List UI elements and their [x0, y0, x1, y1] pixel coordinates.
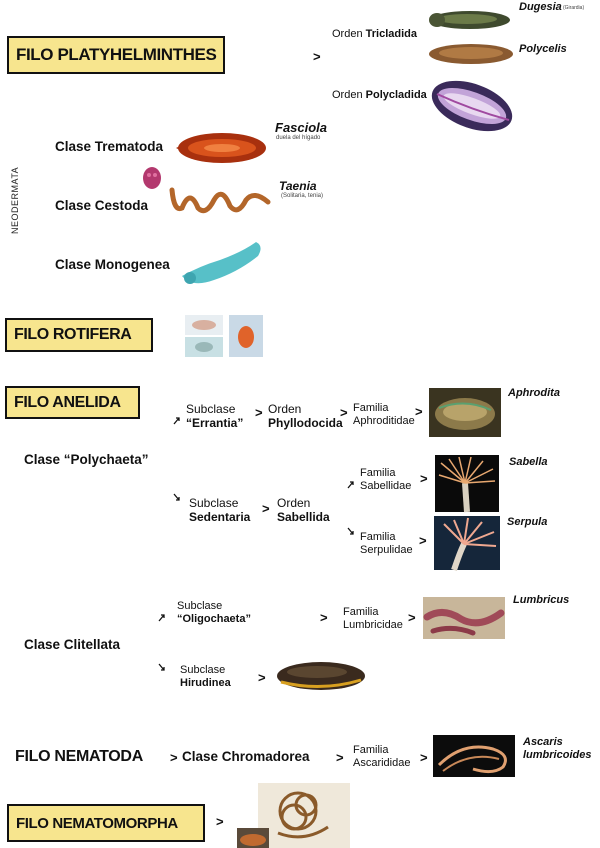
rotifera-image-3 [229, 315, 263, 357]
subclase-hirudinea: Subclase Hirudinea [180, 664, 231, 689]
filo-nematoda-label: FILO NEMATODA [15, 748, 143, 765]
fasciola-label: Fasciola [275, 120, 328, 135]
dugesia-image [429, 11, 510, 29]
arrow-to-ordenes: > [313, 49, 321, 64]
branch-to-serpulidae [347, 527, 354, 535]
arrow-errantia-phyllodocida: > [255, 405, 263, 420]
orden-sabellida: Orden Sabellida [277, 496, 330, 524]
polycelis-image [429, 44, 513, 64]
arrow-oligochaeta-lumbricidae: > [320, 610, 328, 625]
ascaris-image [433, 735, 515, 777]
polycladida-image [431, 80, 513, 132]
dugesia-note: (Girardia) [563, 5, 585, 11]
sabella-label: Sabella [509, 456, 548, 468]
fasciola-common: duela del hígado [276, 135, 321, 141]
serpula-image [434, 516, 500, 571]
orden-phyllodocida: Orden Phyllodocida [268, 402, 343, 430]
fasciola-image [176, 133, 266, 163]
branch-to-sabellidae [347, 481, 354, 489]
arrow-lumbricidae-image: > [408, 610, 416, 625]
clase-clitellata: Clase Clitellata [24, 637, 121, 652]
familia-sabellidae: Familia Sabellidae [360, 467, 412, 492]
arrow-phyllodocida-aphroditidae: > [340, 405, 348, 420]
aphrodita-image [429, 388, 501, 437]
taenia-common: (Solitaria, tenia) [281, 193, 324, 199]
filo-rotifera-box: FILO ROTIFERA [5, 318, 153, 352]
nematomorpha-host-image [237, 828, 269, 848]
nematomorpha-image [258, 783, 350, 848]
arrow-sedentaria-sabellida: > [262, 501, 270, 516]
clase-polychaeta: Clase “Polychaeta” [24, 452, 149, 467]
serpula-label: Serpula [507, 516, 548, 528]
filo-nematomorpha-box: FILO NEMATOMORPHA [7, 804, 205, 842]
branch-to-errantia [173, 417, 180, 425]
orden-polycladida: Orden Polycladida [332, 89, 427, 101]
clase-trematoda: Clase Trematoda [55, 139, 164, 154]
arrow-nematomorpha-image: > [216, 814, 224, 829]
lumbricus-label: Lumbricus [513, 594, 570, 606]
branch-to-sedentaria [173, 493, 180, 501]
subclase-oligochaeta: Subclase “Oligochaeta” [177, 600, 251, 625]
ascaris-label-2: lumbricoides [523, 749, 592, 761]
dugesia-label: Dugesia [519, 1, 562, 13]
ascaris-label-1: Ascaris [523, 736, 563, 748]
familia-serpulidae: Familia Serpulidae [360, 531, 413, 556]
branch-to-oligochaeta [158, 614, 165, 622]
arrow-nematoda-chromadorea: > [170, 750, 178, 765]
arrow-serpulidae-image: > [419, 533, 427, 548]
polycelis-label: Polycelis [519, 43, 567, 55]
subclase-sedentaria: Subclase Sedentaria [189, 496, 251, 524]
cestoda-scolex-image [143, 167, 161, 189]
taenia-label: Taenia [279, 179, 317, 193]
arrow-hirudinea-image: > [258, 670, 266, 685]
arrow-chromadorea-ascarididae: > [336, 750, 344, 765]
clase-cestoda: Clase Cestoda [55, 198, 149, 213]
familia-lumbricidae: Familia Lumbricidae [343, 606, 403, 631]
rotifera-image-1 [185, 315, 223, 335]
arrow-sabellidae-image: > [420, 471, 428, 486]
monogenea-image [182, 242, 261, 284]
arrow-aphroditidae-image: > [415, 404, 423, 419]
taenia-image [169, 187, 271, 214]
clase-monogenea: Clase Monogenea [55, 257, 170, 272]
filo-platyhelminthes-box: FILO PLATYHELMINTHES [7, 36, 225, 74]
neodermata-label: NEODERMATA [10, 166, 20, 234]
lumbricus-image [423, 597, 505, 639]
branch-to-hirudinea [158, 663, 165, 671]
rotifera-image-2 [185, 337, 223, 357]
filo-anelida-box: FILO ANELIDA [5, 386, 140, 419]
familia-aphroditidae: Familia Aphroditidae [353, 402, 415, 427]
sabella-image [435, 455, 499, 513]
aphrodita-label: Aphrodita [508, 387, 560, 399]
orden-tricladida: Orden Tricladida [332, 28, 417, 40]
clase-chromadorea: Clase Chromadorea [182, 749, 310, 764]
subclase-errantia: Subclase “Errantia” [186, 402, 244, 430]
hirudinea-image [273, 652, 369, 698]
familia-ascarididae: Familia Ascarididae [353, 744, 411, 769]
arrow-ascarididae-image: > [420, 750, 428, 765]
